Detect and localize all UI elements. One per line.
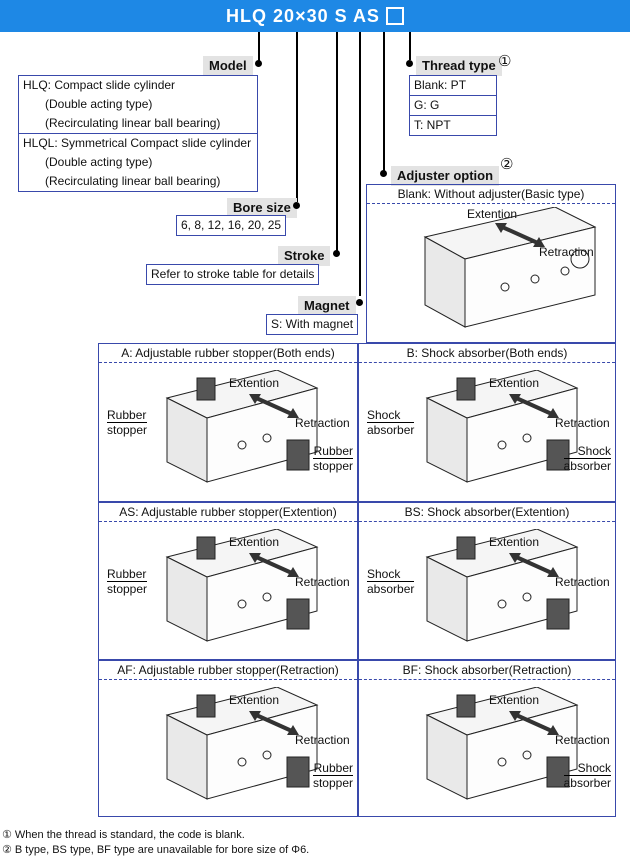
cell-header: BF: Shock absorber(Retraction) bbox=[359, 661, 615, 680]
magnet-dot bbox=[356, 299, 363, 306]
extention-text: Extention bbox=[229, 693, 280, 707]
thread-note-mark: ① bbox=[498, 53, 512, 70]
slide-cylinder-illustration bbox=[405, 206, 605, 340]
extention-text: Extention bbox=[489, 693, 540, 707]
motion-arrow-icon bbox=[249, 711, 299, 735]
adjuster-cell-af: AF: Adjustable rubber stopper(Retraction… bbox=[98, 660, 358, 817]
footnote-1: ① When the thread is standard, the code … bbox=[2, 829, 245, 841]
cell-header: Blank: Without adjuster(Basic type) bbox=[367, 185, 615, 204]
model-dot bbox=[255, 60, 262, 67]
footnote-2: ② B type, BS type, BF type are unavailab… bbox=[2, 844, 310, 856]
leader-stroke bbox=[336, 32, 338, 254]
adjuster-note-mark: ② bbox=[500, 156, 514, 173]
model-code-title: HLQ 20×30 S AS bbox=[0, 0, 630, 32]
extention-text: Extention bbox=[229, 376, 280, 390]
leader-magnet bbox=[359, 32, 361, 296]
magnet-label: Magnet bbox=[298, 296, 356, 316]
option-placeholder-box bbox=[385, 7, 404, 25]
model-code-text: HLQ 20×30 S AS bbox=[226, 5, 380, 26]
adjuster-dot bbox=[380, 170, 387, 177]
bore-size-values: 6, 8, 12, 16, 20, 25 bbox=[176, 215, 287, 236]
cell-header: A: Adjustable rubber stopper(Both ends) bbox=[99, 344, 357, 363]
extention-text: Extention bbox=[489, 535, 540, 549]
thread-option-npt: T: NPT bbox=[410, 115, 496, 135]
thread-options-box: Blank: PT G: G T: NPT bbox=[409, 75, 497, 136]
retraction-text: Retraction bbox=[555, 575, 610, 589]
leader-thread bbox=[409, 32, 411, 60]
cell-header: AF: Adjustable rubber stopper(Retraction… bbox=[99, 661, 357, 680]
extention-text: Extention bbox=[229, 535, 280, 549]
magnet-value: S: With magnet bbox=[266, 314, 359, 335]
model-option-hlql-type: (Double acting type) bbox=[45, 155, 153, 169]
thread-option-g: G: G bbox=[410, 95, 496, 115]
adjuster-cell-blank: Blank: Without adjuster(Basic type) Exte… bbox=[366, 184, 616, 343]
cell-header: AS: Adjustable rubber stopper(Extention) bbox=[99, 503, 357, 522]
model-option-hlq-bearing: (Recirculating linear ball bearing) bbox=[45, 116, 221, 130]
thread-type-label: Thread type bbox=[416, 56, 502, 76]
adjuster-cell-as: AS: Adjustable rubber stopper(Extention)… bbox=[98, 502, 358, 660]
leader-adjuster bbox=[383, 32, 385, 172]
motion-arrow-icon bbox=[249, 394, 299, 418]
model-option-hlq: HLQ: Compact slide cylinder bbox=[23, 78, 176, 92]
extention-text: Extention bbox=[489, 376, 540, 390]
leader-bore bbox=[296, 32, 298, 202]
adjuster-cell-a: A: Adjustable rubber stopper(Both ends) E… bbox=[98, 343, 358, 502]
motion-arrow-icon bbox=[509, 553, 559, 577]
cell-header: B: Shock absorber(Both ends) bbox=[359, 344, 615, 363]
extention-text: Extention bbox=[467, 207, 518, 221]
model-option-hlq-type: (Double acting type) bbox=[45, 97, 153, 111]
stroke-dot bbox=[333, 250, 340, 257]
model-options-box: HLQ: Compact slide cylinder (Double acti… bbox=[18, 75, 258, 192]
slide-cylinder-illustration bbox=[407, 528, 587, 652]
bore-size-label: Bore size bbox=[227, 198, 297, 218]
retraction-text: Retraction bbox=[555, 733, 610, 747]
model-option-hlql: HLQL: Symmetrical Compact slide cylinder bbox=[19, 133, 257, 153]
motion-arrow-icon bbox=[495, 223, 545, 247]
model-label: Model bbox=[203, 56, 253, 76]
retraction-text: Retraction bbox=[295, 416, 350, 430]
retraction-text: Retraction bbox=[295, 733, 350, 747]
adjuster-option-label: Adjuster option bbox=[391, 166, 500, 186]
stroke-value: Refer to stroke table for details bbox=[146, 264, 320, 285]
thread-option-pt: Blank: PT bbox=[414, 78, 467, 92]
thread-dot bbox=[406, 60, 413, 67]
model-option-hlql-bearing: (Recirculating linear ball bearing) bbox=[45, 174, 221, 188]
retraction-text: Retraction bbox=[555, 416, 610, 430]
leader-model bbox=[258, 32, 260, 62]
cell-header: BS: Shock absorber(Extention) bbox=[359, 503, 615, 522]
retraction-text: Retraction bbox=[295, 575, 350, 589]
motion-arrow-icon bbox=[509, 711, 559, 735]
motion-arrow-icon bbox=[249, 553, 299, 577]
retraction-text: Retraction bbox=[539, 245, 594, 259]
bore-dot bbox=[293, 202, 300, 209]
stroke-label: Stroke bbox=[278, 246, 331, 266]
motion-arrow-icon bbox=[509, 394, 559, 418]
